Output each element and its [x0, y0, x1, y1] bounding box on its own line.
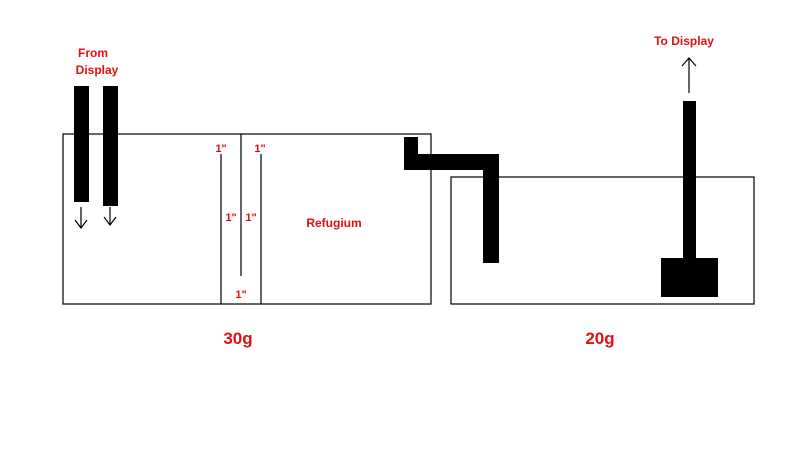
return-pump: [661, 258, 718, 297]
flow-arrow-down-left: [74, 207, 88, 229]
label-from-display-line2: Display: [76, 63, 119, 77]
drain-pipe-left: [74, 86, 89, 202]
label-baffle-spacing-right: 1": [245, 212, 256, 224]
flow-arrow-up: [681, 57, 697, 93]
drain-pipe-right: [103, 86, 118, 206]
label-from-display-line1: From: [78, 46, 108, 60]
tank-20g: [450, 176, 755, 305]
label-to-display: To Display: [654, 34, 714, 48]
return-pipe: [683, 101, 696, 261]
overflow-siphon-pipe: [404, 137, 499, 263]
label-tank-30g: 30g: [223, 329, 252, 348]
label-tank-20g: 20g: [585, 329, 614, 348]
label-baffle-gap-top-left: 1": [215, 143, 226, 155]
tank-30g: [62, 133, 432, 305]
label-baffle-gap-top-right: 1": [254, 143, 265, 155]
label-refugium: Refugium: [306, 216, 361, 230]
flow-arrow-down-right: [103, 207, 117, 226]
label-baffle-gap-bottom: 1": [235, 289, 246, 301]
label-baffle-spacing-left: 1": [225, 212, 236, 224]
